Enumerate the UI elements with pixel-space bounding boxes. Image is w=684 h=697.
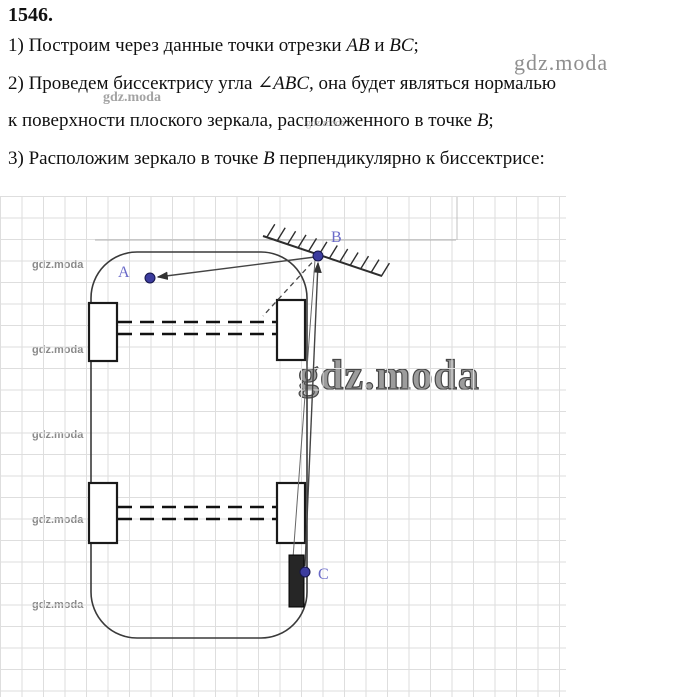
ray-c-to-b (304, 261, 322, 567)
point-c (299, 566, 311, 578)
wheel-front-right (275, 298, 307, 362)
step-3-var-b: B (263, 147, 275, 169)
label-point-b: B (331, 229, 342, 246)
step-3: 3) Расположим зеркало в точке B перпенди… (8, 140, 682, 178)
wheel-rear-left (87, 481, 119, 545)
step-1-text2: и (369, 35, 390, 56)
step-2-text2: она будет являться нормалью (313, 72, 557, 94)
point-a (144, 272, 156, 284)
mirror-hatching (266, 223, 390, 277)
step-2-text3: к поверхности плоского зеркала, располож… (8, 110, 477, 132)
wheel-rear-right (275, 481, 307, 545)
step-1: 1) Построим через данные точки отрезки A… (8, 27, 682, 65)
step-2-var-abc: ∠ABC, (257, 72, 314, 94)
step-3-text: 3) Расположим зеркало в точке (8, 147, 263, 169)
label-point-a: A (118, 264, 130, 281)
wheel-front-left (87, 301, 119, 363)
solution-text: 1546. 1) Построим через данные точки отр… (8, 2, 682, 177)
step-1-var-bc: BC (389, 35, 414, 56)
step-2-end: ; (488, 110, 494, 132)
label-point-c: C (318, 566, 329, 583)
object-at-c (288, 554, 305, 608)
ray-b-to-a (156, 256, 316, 280)
car-body-outline (90, 251, 308, 639)
step-3-end: перпендикулярно к биссектрисе: (274, 147, 545, 169)
step-2-var-b: B (476, 110, 489, 132)
step-2: 2) Проведем биссектрису угла ∠ABC, она б… (8, 65, 682, 140)
problem-number: 1546. (8, 4, 53, 26)
step-1-text: 1) Построим через данные точки отрезки (8, 35, 347, 56)
bisector-dashed-line (262, 255, 319, 317)
step-1-end: ; (413, 35, 419, 56)
step-1-var-ab: AB (346, 35, 370, 56)
ray-c-to-b-secondary (292, 259, 316, 559)
step-2-text: 2) Проведем биссектрису угла (8, 72, 258, 94)
point-b (312, 250, 324, 262)
